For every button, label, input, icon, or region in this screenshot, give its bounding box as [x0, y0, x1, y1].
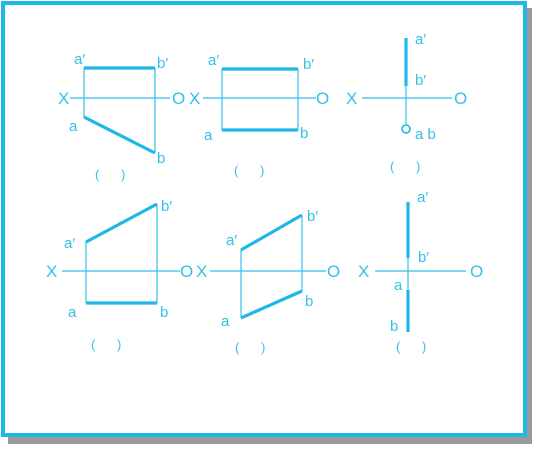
panel-4-label-a-prime: a′	[64, 235, 75, 252]
panel-5-answer-bracket: ( )	[235, 340, 265, 355]
panel-4-label-b: b	[160, 304, 168, 321]
panel-5-x-label: X	[196, 262, 207, 281]
panel-5-label-b-prime: b′	[307, 208, 318, 225]
panel-4-front-view	[85, 202, 158, 244]
panel-3-answer-bracket: ( )	[390, 159, 420, 174]
panel-4-o-label: O	[180, 262, 193, 281]
panel-4-label-a: a	[68, 304, 77, 321]
panel-2-label-a: a	[204, 127, 213, 144]
panel-5-label-a: a	[221, 313, 230, 330]
panel-6-o-label: O	[470, 262, 483, 281]
panel-6-label-a-prime: a′	[417, 189, 428, 206]
panel-1-label-a: a	[69, 118, 78, 135]
panel-6-x-label: X	[358, 262, 369, 281]
panel-6-label-b: b	[390, 318, 398, 335]
panel-1-label-b: b	[157, 150, 165, 167]
panel-4-answer-bracket: ( )	[91, 337, 121, 352]
panel-3-label-a-prime: a′	[415, 31, 426, 48]
panel-2-label-b-prime: b′	[303, 56, 314, 73]
panel-1-o-label: O	[172, 89, 185, 108]
panel-2-answer-bracket: ( )	[234, 163, 264, 178]
panel-4: X O a′ b′ a b ( )	[46, 198, 193, 352]
panel-3-o-label: O	[454, 89, 467, 108]
panel-3-label-ab: a b	[415, 126, 436, 143]
panel-1-x-label: X	[58, 89, 69, 108]
panel-6: X O a′ b′ a b ( )	[358, 189, 483, 354]
panel-1-top-view	[83, 115, 156, 155]
panel-2-label-a-prime: a′	[208, 52, 219, 69]
panel-6-label-a: a	[394, 277, 403, 294]
panel-5-front-view	[240, 213, 303, 252]
panel-6-label-b-prime: b′	[418, 249, 429, 266]
panel-2: X O a′ b′ a b ( )	[189, 52, 329, 178]
panel-4-label-b-prime: b′	[161, 198, 172, 215]
panel-2-x-label: X	[189, 89, 200, 108]
panel-2-label-b: b	[300, 125, 308, 142]
panel-2-o-label: O	[316, 89, 329, 108]
panel-3-label-b-prime: b′	[415, 72, 426, 89]
panel-1: X O a′ b′ a b ( )	[58, 51, 185, 182]
diagram-frame	[1, 1, 527, 437]
panel-5-top-view	[240, 289, 303, 320]
panel-3-x-label: X	[346, 89, 357, 108]
panel-3: X O a′ b′ a b ( )	[346, 31, 467, 174]
panel-1-label-b-prime: b′	[157, 55, 168, 72]
panel-5-label-a-prime: a′	[226, 232, 237, 249]
panel-1-answer-bracket: ( )	[95, 167, 125, 182]
panel-3-point-view	[401, 124, 411, 134]
panel-4-x-label: X	[46, 262, 57, 281]
panel-5-o-label: O	[327, 262, 340, 281]
panel-5: X O a′ b′ a b ( )	[196, 208, 340, 355]
panel-1-label-a-prime: a′	[74, 51, 85, 68]
panel-6-answer-bracket: ( )	[396, 339, 426, 354]
panel-5-label-b: b	[305, 293, 313, 310]
